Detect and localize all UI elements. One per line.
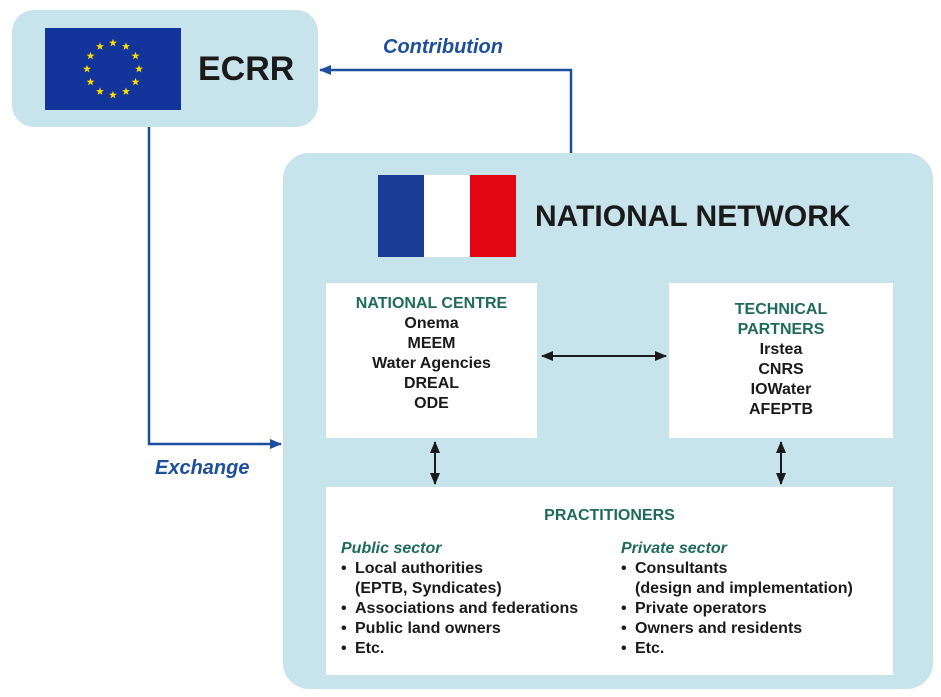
national-centre-item: Onema: [404, 315, 459, 332]
eu-star-icon: [122, 87, 130, 95]
public-sector-list: Local authorities(EPTB, Syndicates) Asso…: [341, 559, 578, 659]
public-sector-item: Associations and federations: [341, 599, 578, 619]
private-sector-item: Etc.: [621, 639, 853, 659]
practitioners-heading: PRACTITIONERS: [544, 507, 675, 524]
french-flag-icon: [378, 175, 516, 257]
french-flag-red-band: [470, 175, 516, 257]
public-sector-item: Local authorities(EPTB, Syndicates): [341, 559, 578, 599]
technical-partner-item: Irstea: [759, 341, 803, 358]
ecrr-title: ECRR: [198, 50, 295, 88]
public-sector-column: Public sector Local authorities(EPTB, Sy…: [341, 539, 578, 659]
technical-partner-item: AFEPTB: [749, 401, 813, 418]
eu-star-icon: [122, 42, 130, 50]
public-sector-item: Etc.: [341, 639, 578, 659]
private-sector-column: Private sector Consultants(design and im…: [621, 539, 853, 659]
technical-partners-box: TECHNICAL PARTNERS Irstea CNRS IOWater A…: [669, 283, 893, 438]
public-sector-item: Public land owners: [341, 619, 578, 639]
french-flag-blue-band: [378, 175, 424, 257]
private-sector-heading: Private sector: [621, 540, 727, 557]
public-sector-item-continuation: (EPTB, Syndicates): [355, 580, 502, 597]
eu-star-icon: [109, 38, 117, 47]
technical-partners-heading-line1: TECHNICAL: [734, 301, 828, 318]
eu-flag-icon: [45, 28, 181, 110]
eu-star-icon: [86, 51, 95, 60]
french-flag-white-band: [424, 175, 470, 257]
national-centre-item: Water Agencies: [372, 355, 491, 372]
public-sector-heading: Public sector: [341, 540, 442, 557]
national-network-title: NATIONAL NETWORK: [535, 200, 851, 233]
eu-star-icon: [131, 51, 140, 60]
technical-partner-item: IOWater: [750, 381, 812, 398]
eu-star-icon: [109, 90, 117, 99]
exchange-label: Exchange: [155, 457, 250, 479]
technical-partners-heading-line2: PARTNERS: [737, 321, 825, 338]
national-centre-item: ODE: [414, 395, 449, 412]
national-centre-box: NATIONAL CENTRE Onema MEEM Water Agencie…: [326, 283, 537, 438]
contribution-label: Contribution: [383, 36, 503, 58]
private-sector-item-continuation: (design and implementation): [635, 580, 853, 597]
eu-star-icon: [131, 77, 140, 86]
private-sector-item: Private operators: [621, 599, 853, 619]
contribution-arrow: [319, 65, 573, 153]
eu-star-icon: [96, 87, 104, 95]
eu-star-icon: [135, 64, 143, 73]
eu-star-icon: [83, 64, 91, 73]
private-sector-item: Consultants(design and implementation): [621, 559, 853, 599]
national-centre-heading: NATIONAL CENTRE: [355, 295, 508, 312]
practitioners-box: PRACTITIONERS Public sector Local author…: [326, 487, 893, 675]
exchange-arrow: [147, 127, 282, 449]
private-sector-list: Consultants(design and implementation) P…: [621, 559, 853, 659]
eu-star-icon: [96, 42, 104, 50]
technical-partner-item: CNRS: [758, 361, 804, 378]
private-sector-item: Owners and residents: [621, 619, 853, 639]
eu-star-icon: [86, 77, 95, 86]
national-centre-item: DREAL: [403, 375, 460, 392]
national-centre-item: MEEM: [407, 335, 456, 352]
